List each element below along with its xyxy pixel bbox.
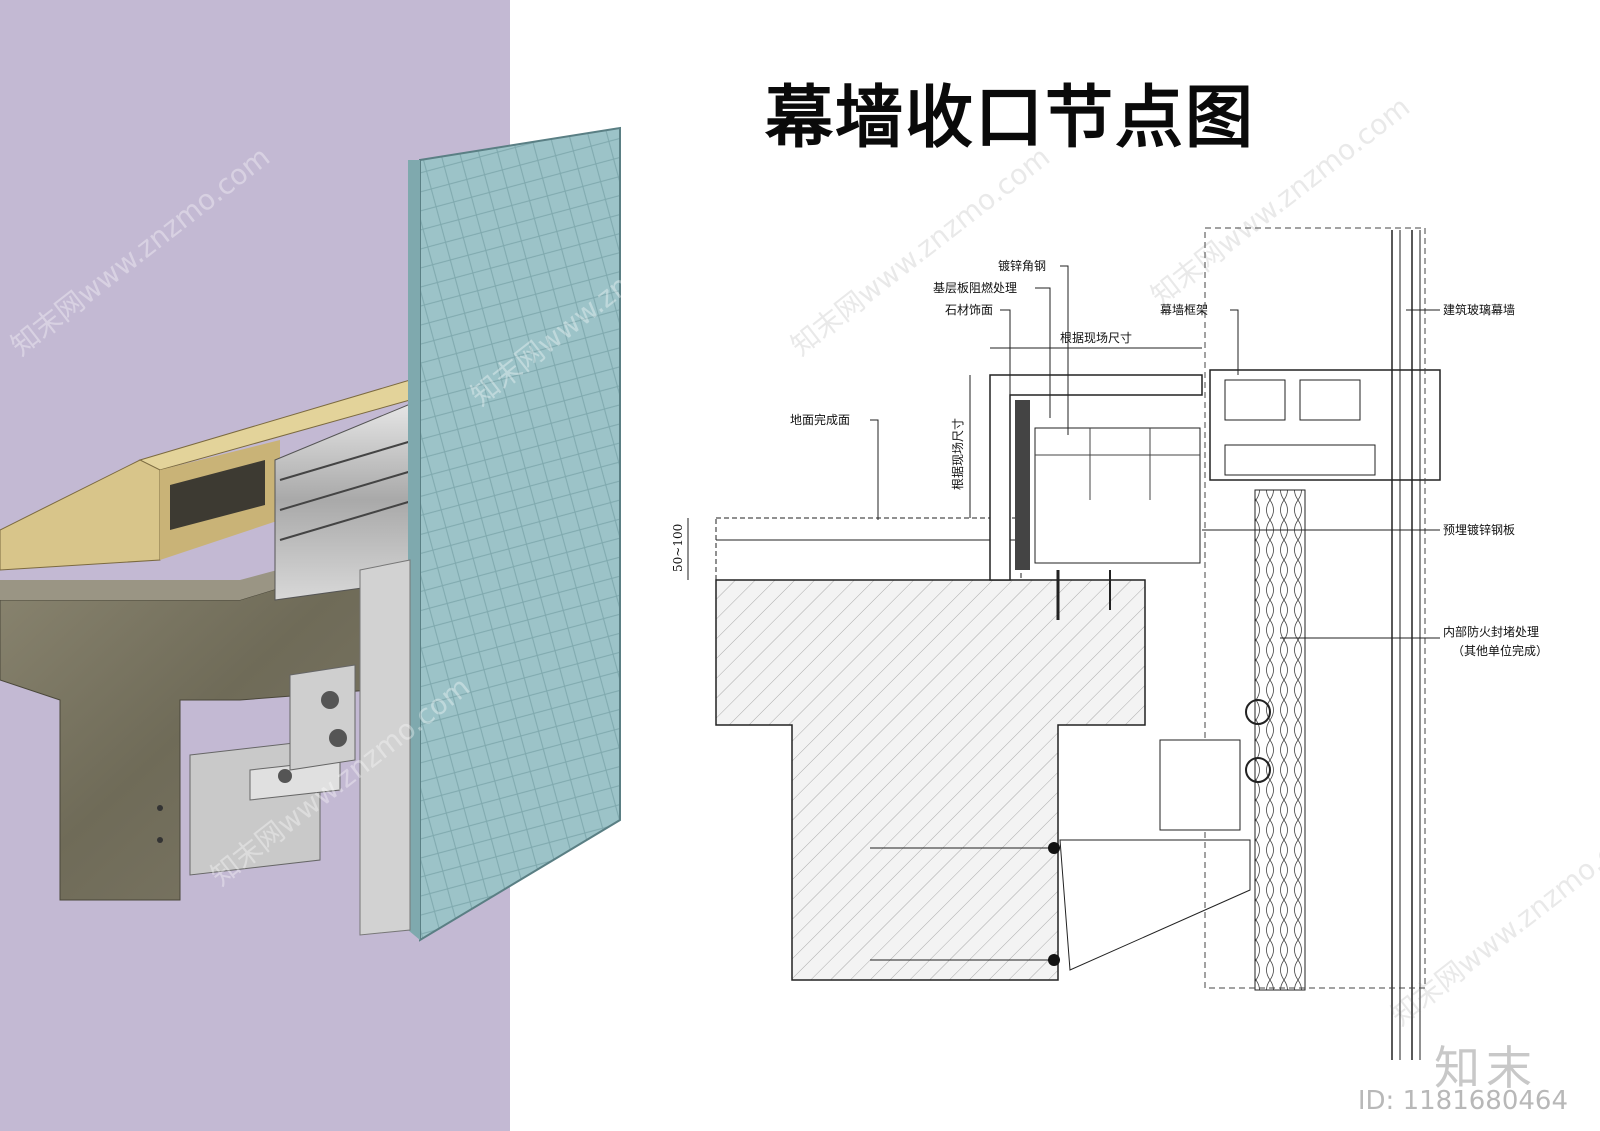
- image-id: ID: 1181680464: [1357, 1086, 1568, 1116]
- label-base-fire: 基层板阻燃处理: [933, 280, 1017, 295]
- label-galv-angle: 镀锌角钢: [998, 259, 1046, 273]
- curtain-wall-3d-render: [0, 126, 621, 942]
- label-stone-face: 石材饰面: [945, 303, 993, 317]
- label-site-dim-top: 根据现场尺寸: [1060, 331, 1132, 345]
- label-curtain-frame: 幕墙框架: [1160, 303, 1208, 317]
- steel-plate: [359, 559, 411, 936]
- label-fire-seal: 内部防火封堵处理: [1443, 624, 1539, 639]
- fire-seal-insulation: [1254, 489, 1306, 991]
- page-title: 幕墙收口节点图: [764, 79, 1255, 158]
- section-drawing: 镀锌角钢 基层板阻燃处理 石材饰面 根据现场尺寸 幕墙框架 建筑玻璃幕墙 地面完…: [671, 227, 1548, 1060]
- stone-floor: [0, 459, 161, 571]
- watermark-brand: 知末: [1434, 1041, 1538, 1095]
- glass-pane: [419, 126, 621, 942]
- label-floor-finish: 地面完成面: [790, 412, 850, 427]
- label-site-dim-side: 根据现场尺寸: [951, 418, 965, 490]
- concrete-slab-section: [715, 579, 1146, 981]
- label-dim-range: 50~100: [671, 524, 685, 572]
- label-glass-wall: 建筑玻璃幕墙: [1443, 302, 1515, 317]
- label-embed-plate: 预埋镀锌钢板: [1443, 523, 1515, 537]
- label-fire-seal-note: （其他单位完成）: [1452, 643, 1548, 658]
